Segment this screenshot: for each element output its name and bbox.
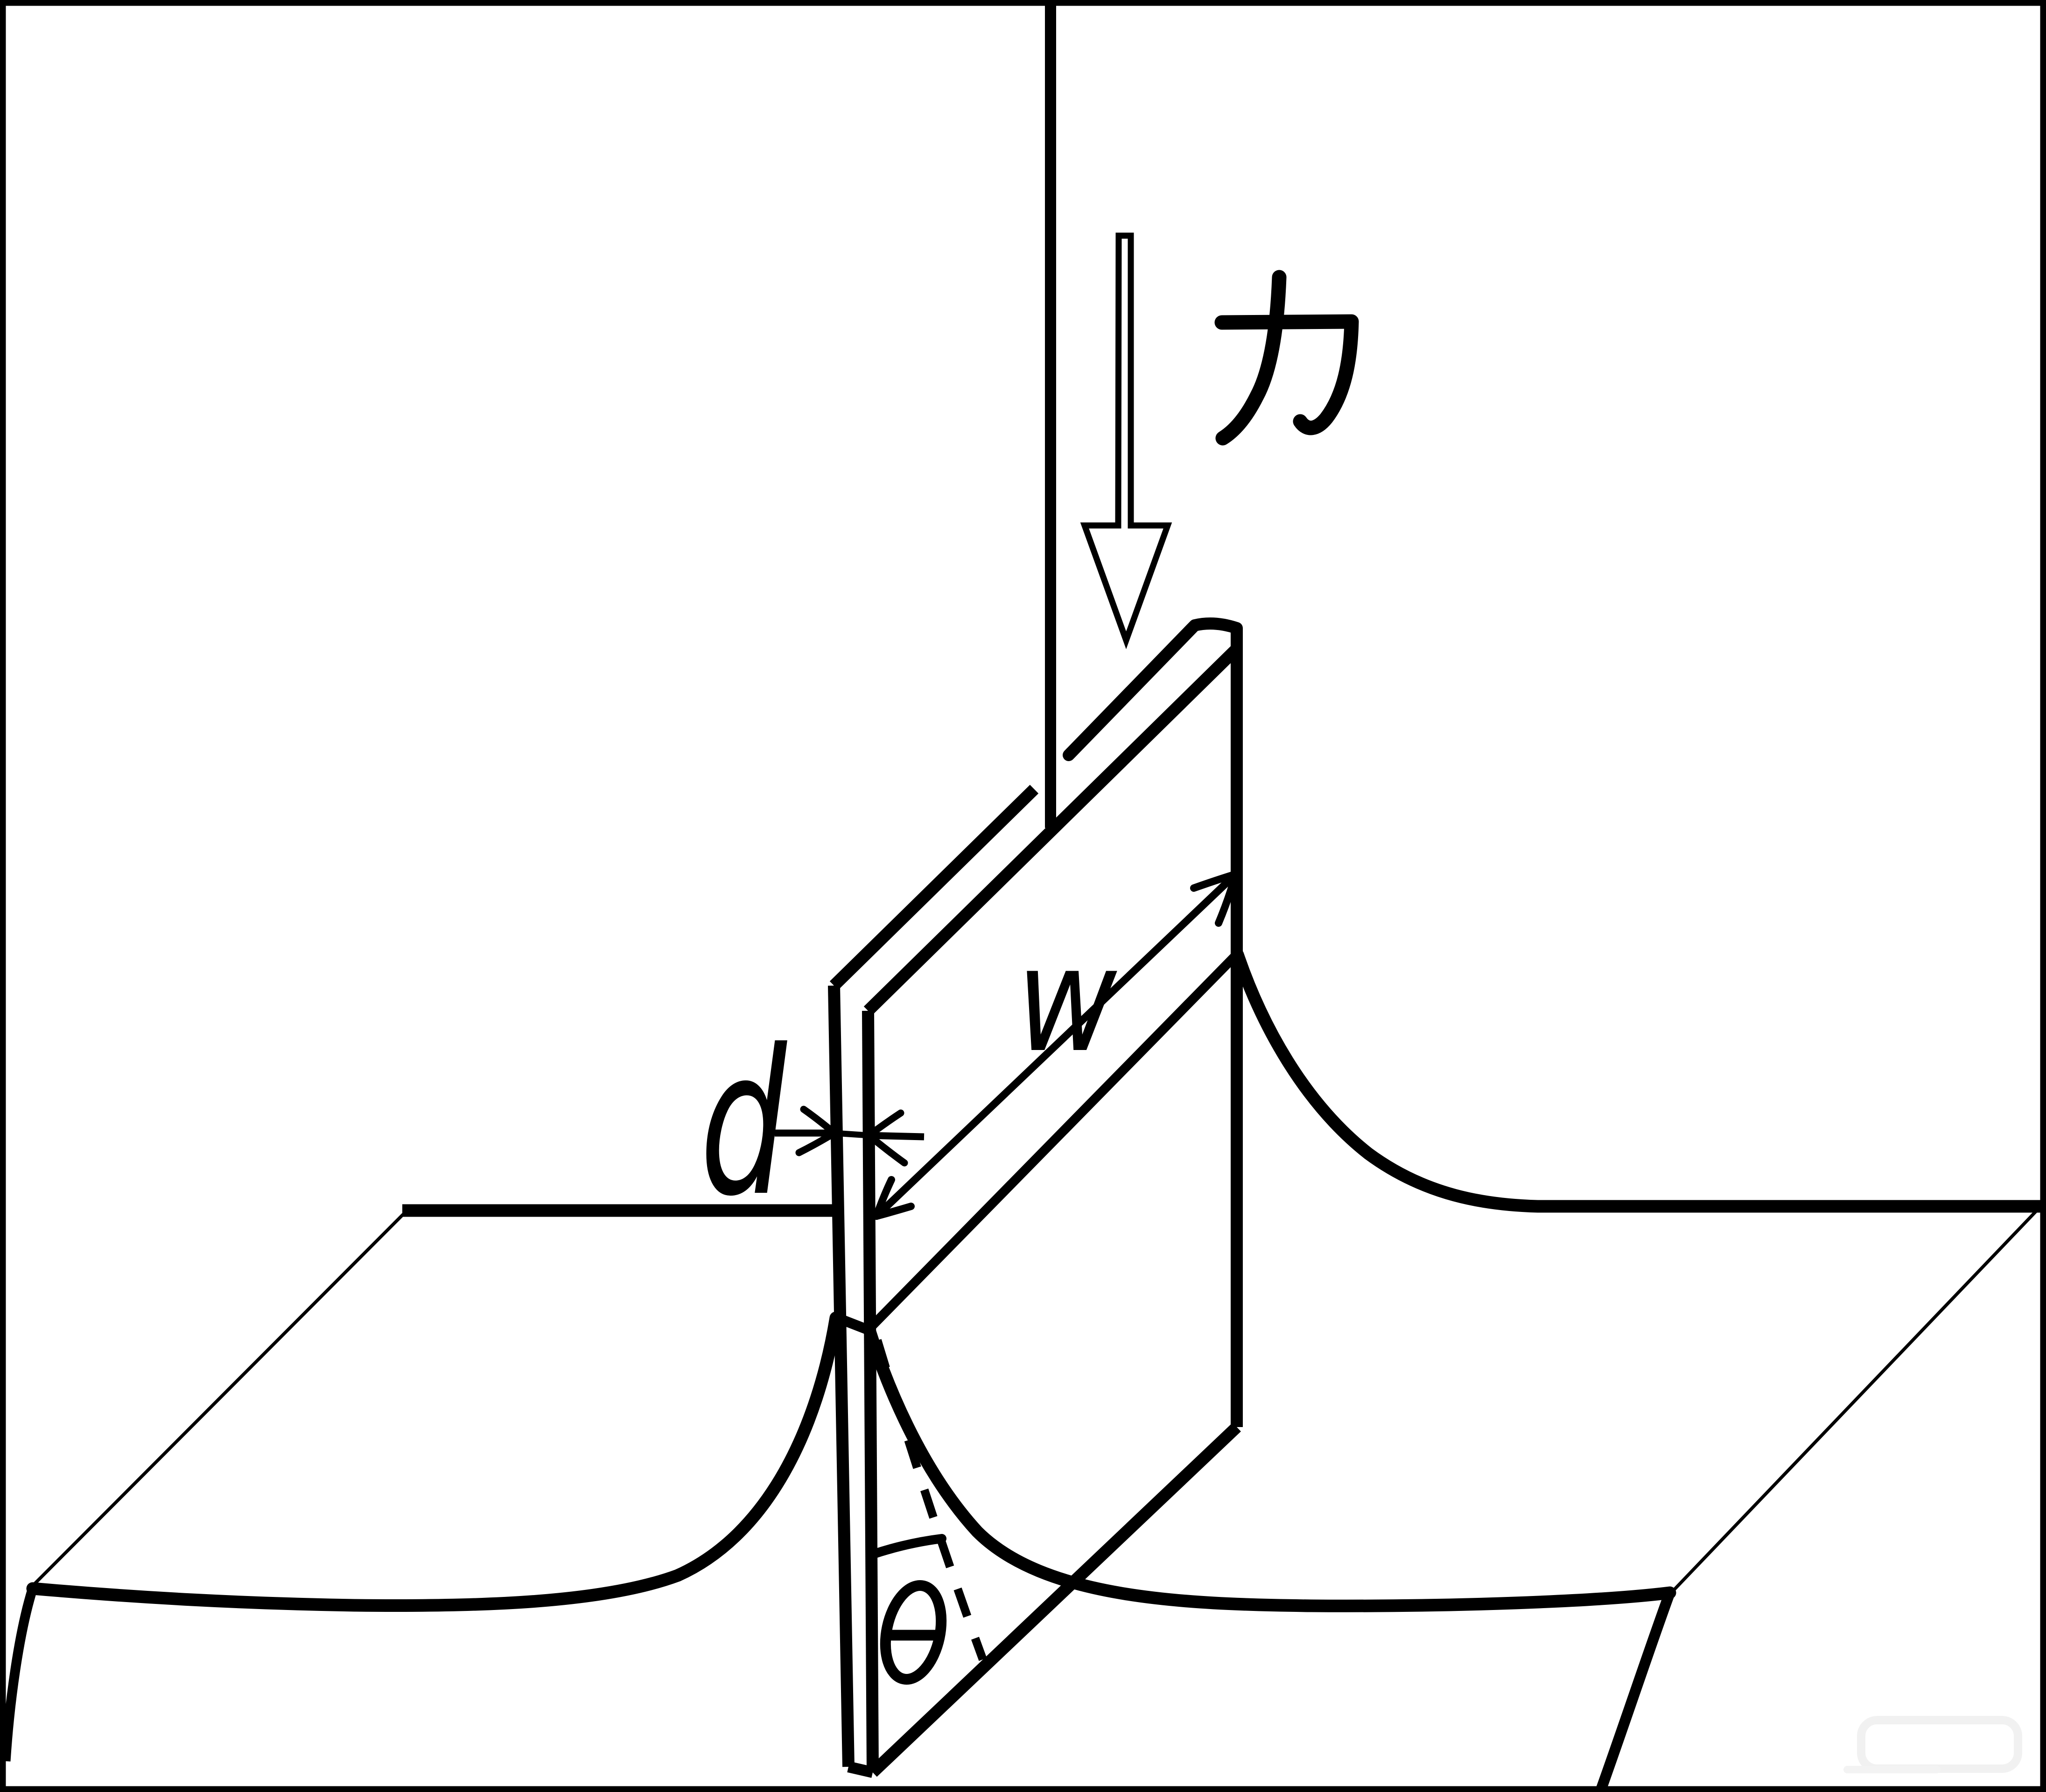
force-glyph	[1214, 270, 1359, 446]
contact-line-on-front-face	[865, 951, 1240, 1333]
thickness-dimension: d	[700, 1007, 925, 1240]
width-label: w	[1016, 916, 1118, 1084]
plate-left-face-far-edge	[828, 985, 855, 1767]
plate-bottom-edge	[869, 1422, 1241, 1777]
thickness-right-arrowhead	[865, 1109, 908, 1167]
plate-left-face-bottom-edge	[847, 1761, 874, 1778]
plate-top-far-edge-left-segment	[829, 784, 1039, 990]
plate-top-far-edge-right-segment	[1063, 617, 1243, 761]
thickness-line-across-face	[834, 1130, 869, 1139]
plate-top-near-edge	[863, 645, 1240, 1015]
width-arrow-shaft	[874, 871, 1239, 1219]
width-dimension: w	[873, 870, 1240, 1220]
meniscus-tangent-dashed-line	[873, 1339, 987, 1661]
width-arrow-lower-head	[873, 1176, 915, 1220]
front-surface-and-left-meniscus	[26, 1311, 842, 1612]
force-glyph-hook-stroke	[1214, 314, 1359, 435]
thickness-left-arrowhead	[795, 1106, 838, 1156]
force-down-arrow-icon	[1080, 232, 1172, 650]
front-surface-and-right-front-meniscus	[863, 1325, 1676, 1612]
bath-top-right-edge	[1669, 1207, 2040, 1595]
contact-angle-annotation: θ	[869, 1339, 987, 1685]
force-annotation: 力	[1080, 232, 1359, 650]
theta-glyph	[880, 1580, 947, 1685]
bath-front-right-corner-edge	[1596, 1591, 1675, 1792]
plate	[828, 617, 1243, 1778]
watermark-ghost	[1843, 1716, 2022, 1773]
force-glyph-falling-stroke	[1215, 270, 1287, 446]
thickness-right-tail	[869, 1132, 925, 1141]
angle-marker	[869, 1534, 946, 1559]
plate-left-face-near-edge	[862, 1010, 879, 1773]
liquid-bath	[0, 948, 2043, 1792]
bath-top-left-edge	[29, 1213, 405, 1589]
thickness-label: d	[700, 1007, 787, 1240]
width-arrow-upper-head	[1190, 870, 1240, 927]
bath-front-left-corner-edge	[0, 1587, 38, 1762]
contact-line-on-narrow-face	[833, 1312, 870, 1335]
right-meniscus-curve	[1231, 948, 1544, 1213]
